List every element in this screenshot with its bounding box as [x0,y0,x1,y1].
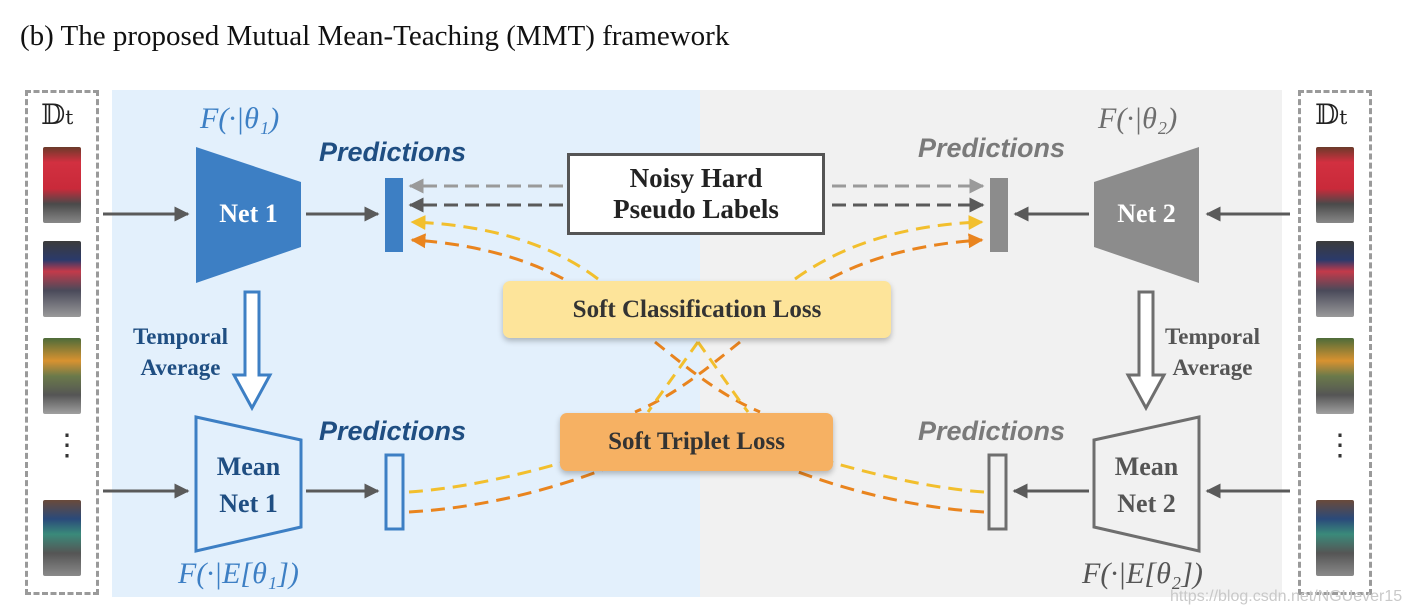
net2-label: Net 2 [1117,199,1176,228]
soft-triplet-loss-box: Soft Triplet Loss [560,413,833,471]
soft-triplet-curve [806,453,985,494]
crossing-curve [646,341,700,413]
net1-function-label: F(·|θ₁) [200,102,280,135]
mean-net1-function-label: F(·|E[θ₁]) [178,557,299,590]
crossing-curve [654,340,761,414]
person-image [1316,147,1354,223]
figure-caption: (b) The proposed Mutual Mean-Teaching (M… [20,20,730,52]
net1-label: Net 1 [219,199,278,228]
watermark: https://blog.csdn.net/NGUever15 [1170,588,1403,605]
soft-classification-curve [794,214,984,281]
crossing-curve [634,340,741,414]
crossing-curve [696,341,750,413]
soft-triplet-curve [408,468,603,514]
soft-classification-curve [810,233,984,292]
predictions-label: Predictions [319,137,467,167]
noisy-pseudo-labels-box: Noisy Hard Pseudo Labels [567,153,825,235]
person-image [1316,500,1354,576]
person-image [43,147,81,223]
left-dataset-label: 𝔻t [41,98,74,131]
mean-net2-function-label: F(·|E[θ₂]) [1082,557,1203,590]
person-image [43,241,81,317]
soft-triplet-curve [792,468,985,514]
net2-prediction-bar [990,178,1008,252]
net2-block [1094,147,1199,283]
person-image [43,500,81,576]
mean-net1-prediction-bar [384,453,405,531]
person-image [1316,241,1354,317]
net1-prediction-bar [385,178,403,252]
right-dataset-column [1298,90,1372,595]
soft-classification-curve [410,233,583,292]
temporal-average-arrow-left [231,290,273,412]
person-image [43,338,81,414]
predictions-label: Predictions [918,416,1066,446]
predictions-label: Predictions [918,133,1066,163]
left-dataset-column [25,90,99,595]
temporal-average-arrow-right [1125,290,1167,412]
soft-classification-curve [410,214,599,281]
soft-classification-loss-box: Soft Classification Loss [503,281,891,338]
mean-net2-block [1092,415,1201,553]
net2-function-label: F(·|θ₂) [1098,102,1178,135]
mean-net2-prediction-bar [987,453,1008,531]
mean-net1-block [194,415,303,553]
person-image [1316,338,1354,414]
predictions-label: Predictions [319,416,467,446]
right-dataset-label: 𝔻t [1315,98,1348,131]
net1-block [196,147,301,283]
